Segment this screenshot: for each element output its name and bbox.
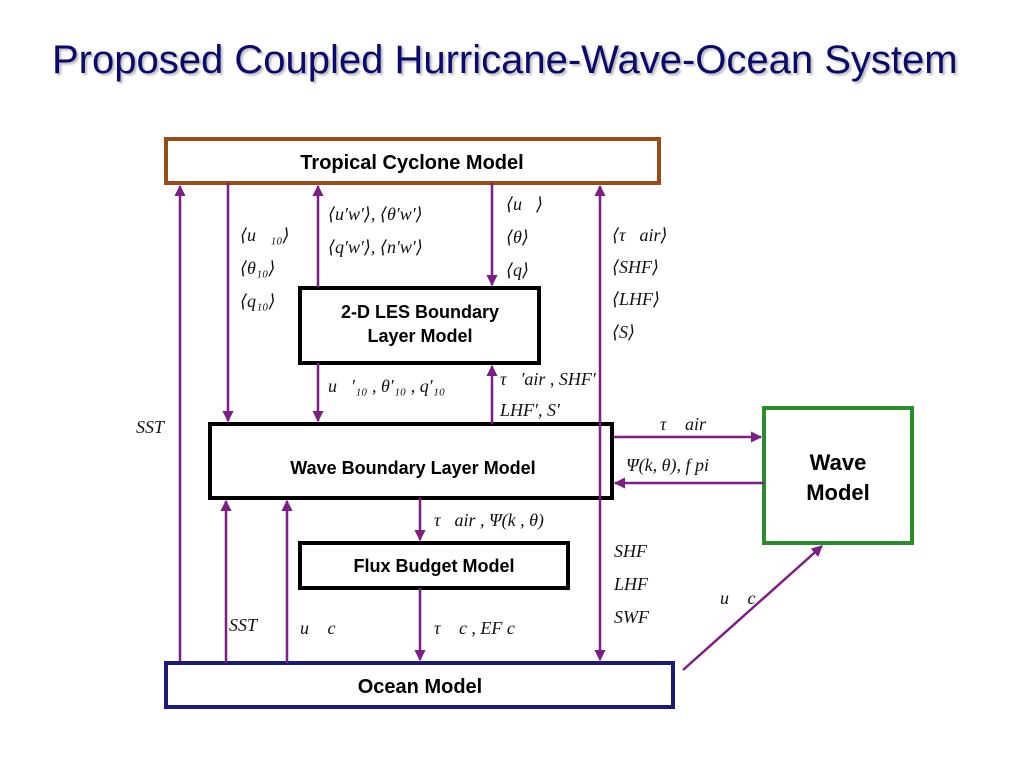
label-uc-right: u⃗ c [720, 588, 756, 608]
wave-model-box: Wave Model [762, 406, 914, 545]
label-q10: ⟨q₁₀⟩ [240, 291, 276, 311]
label-theta10: ⟨θ₁₀⟩ [240, 258, 275, 278]
wave-model-label-line2: Model [806, 480, 870, 505]
ocean-box: Ocean Model [164, 661, 675, 709]
label-shf: SHF [614, 541, 648, 561]
label-u10: ⟨u⃗₁₀⟩ [240, 225, 290, 245]
tropical-cyclone-label: Tropical Cyclone Model [300, 152, 523, 174]
flux-budget-box: Flux Budget Model [298, 541, 570, 590]
ocean-label: Ocean Model [358, 676, 482, 698]
label-sst-bottom: SST [229, 615, 259, 635]
label-les-in-2: LHF′, S′ [499, 400, 561, 420]
tropical-cyclone-box: Tropical Cyclone Model [164, 137, 661, 185]
label-tau-air-mean: ⟨τ⃗air⟩ [612, 225, 668, 245]
les-boundary-label-line2: Layer Model [367, 326, 472, 346]
label-uc-left: u⃗ c [300, 618, 336, 638]
label-tau-air-wave: τ⃗ air [660, 414, 707, 434]
label-lhf-mean: ⟨LHF⟩ [612, 289, 660, 309]
label-mean-q: ⟨q⟩ [506, 260, 529, 280]
arrow-uc-ocean-to-wave [682, 545, 823, 671]
label-lhf: LHF [613, 574, 649, 594]
label-tau-c-efc: τ⃗ c , EF c [434, 618, 515, 638]
label-mean-theta: ⟨θ⟩ [506, 227, 529, 247]
label-flux-qw-nw: ⟨q′w′⟩, ⟨n′w′⟩ [328, 237, 423, 257]
label-flux-uw-thetaw: ⟨u′w′⟩, ⟨θ′w′⟩ [328, 204, 423, 224]
label-shf-mean: ⟨SHF⟩ [612, 257, 659, 277]
wave-boundary-label: Wave Boundary Layer Model [290, 458, 535, 478]
label-swf: SWF [614, 607, 650, 627]
label-s-mean: ⟨S⟩ [612, 322, 635, 342]
les-boundary-label-line1: 2-D LES Boundary [341, 302, 499, 322]
wave-model-label-line1: Wave [810, 450, 867, 475]
flux-budget-label: Flux Budget Model [354, 556, 515, 576]
label-les-in-1: τ⃗′air , SHF′ [500, 369, 597, 389]
les-boundary-box: 2-D LES Boundary Layer Model [298, 286, 541, 365]
label-mean-u: ⟨u⃗⟩ [506, 194, 543, 214]
label-psi-fpi: Ψ(k, θ), f pi [626, 455, 709, 476]
slide-title: Proposed Coupled Hurricane-Wave-Ocean Sy… [52, 38, 958, 82]
label-les-out: u⃗′₁₀ , θ′₁₀ , q′₁₀ [328, 376, 445, 396]
label-sst-left: SST [136, 417, 166, 437]
label-tau-psi: τ⃗air , Ψ(k , θ) [434, 510, 544, 531]
wave-boundary-box: Wave Boundary Layer Model [208, 422, 614, 500]
